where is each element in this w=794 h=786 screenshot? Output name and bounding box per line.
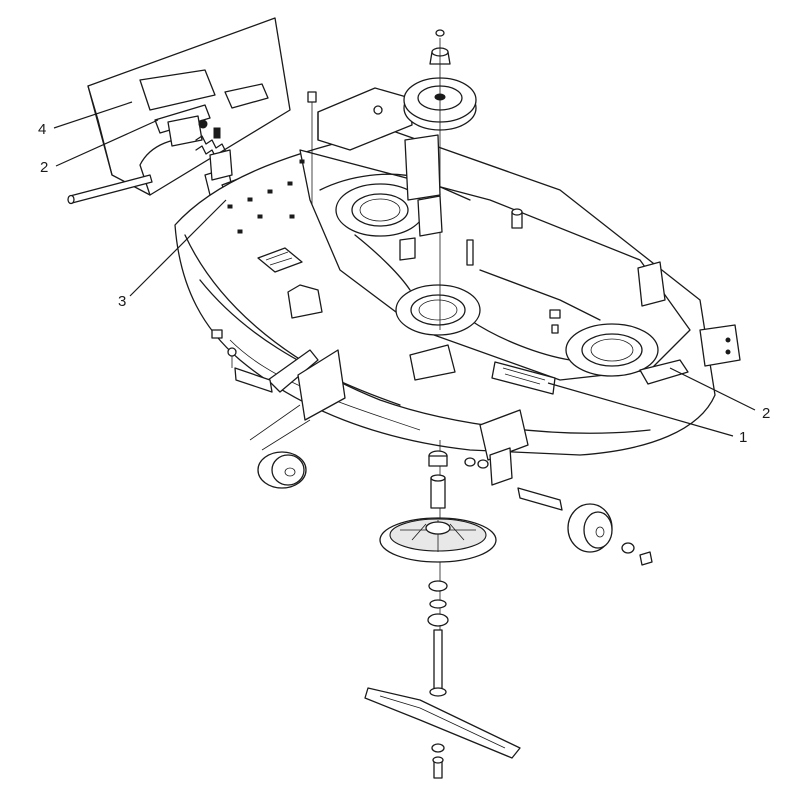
idler-bracket: [317, 87, 413, 151]
callout-4: 4: [38, 121, 46, 138]
mower-blade: [364, 687, 521, 759]
spindle-well-left: [335, 183, 425, 237]
spindle-tower: [399, 134, 443, 261]
spindle-bearing-top: [428, 450, 448, 467]
callout-3: 3: [118, 293, 126, 310]
callout-2-chute: 2: [40, 159, 48, 176]
spindle-bearing-bottom: [427, 580, 449, 627]
spindle-shaft: [429, 629, 447, 697]
deck-decal: [491, 361, 556, 395]
rear-lift-bracket: [637, 261, 741, 367]
spindle-well-right: [565, 323, 659, 377]
callout-1: 1: [739, 429, 747, 446]
blade-bolt: [432, 756, 444, 779]
spindle-spacer: [430, 474, 446, 509]
spindle-housing: [379, 517, 497, 563]
deck-holes: [227, 159, 305, 234]
anti-scalp-wheel-left: [249, 404, 311, 489]
callout-leaders: [53, 101, 756, 437]
anti-scalp-wheel-right: [464, 457, 653, 566]
front-right-bracket: [479, 409, 529, 486]
mower-deck-housing: [174, 129, 716, 456]
pulley-washer: [435, 29, 445, 37]
discharge-chute: [67, 17, 291, 205]
callout-2-deck: 2: [762, 405, 770, 422]
blade-washer: [431, 743, 445, 753]
chute-rod: [67, 174, 153, 205]
deck-fasteners: [307, 91, 561, 334]
front-lift-bracket: [211, 329, 346, 421]
spindle-well-center: [395, 284, 481, 336]
